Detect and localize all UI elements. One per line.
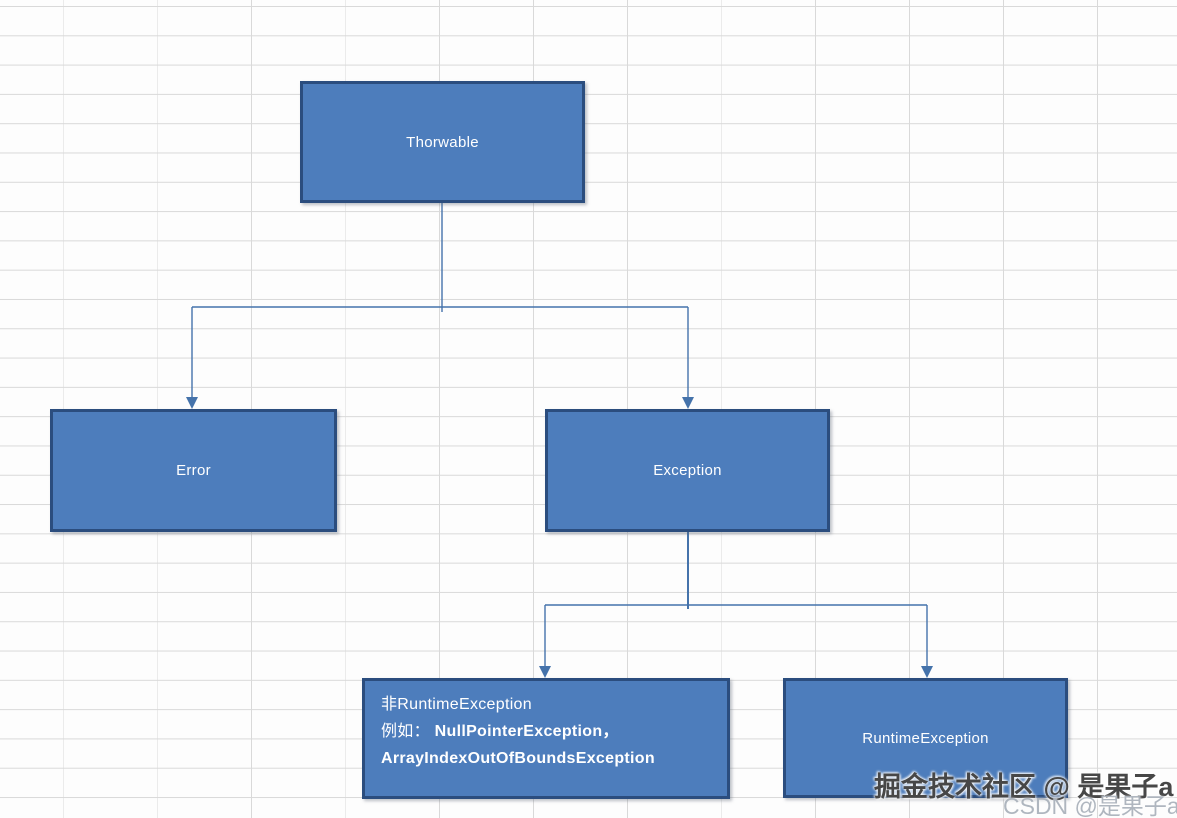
node-throwable: Thorwable <box>300 81 585 203</box>
connector-exception-children <box>544 532 928 667</box>
node-error: Error <box>50 409 337 532</box>
node-throwable-label: Thorwable <box>406 133 479 151</box>
node-non-runtime-line1: 非RuntimeException <box>381 696 532 713</box>
arrowhead-to-nonruntime <box>539 666 551 678</box>
node-non-runtime-line2: 例如： NullPointerException， <box>381 723 619 740</box>
arrowhead-to-error <box>186 397 198 409</box>
node-error-label: Error <box>176 462 211 479</box>
node-runtime-exception: RuntimeException <box>783 678 1068 798</box>
arrowhead-to-exception <box>682 397 694 409</box>
arrowhead-to-runtime <box>921 666 933 678</box>
connector-throwable-children <box>191 203 689 398</box>
node-non-runtime-line3: ArrayIndexOutOfBoundsException <box>381 750 655 767</box>
node-exception: Exception <box>545 409 830 532</box>
node-exception-label: Exception <box>653 462 722 479</box>
watermark-csdn: CSDN @是果子a <box>1003 793 1177 818</box>
node-runtime-label: RuntimeException <box>862 729 989 747</box>
node-non-runtime-exception: 非RuntimeException 例如： NullPointerExcepti… <box>362 678 730 799</box>
watermark-juejin: 掘金技术社区 @ 是果子a <box>874 772 1174 802</box>
